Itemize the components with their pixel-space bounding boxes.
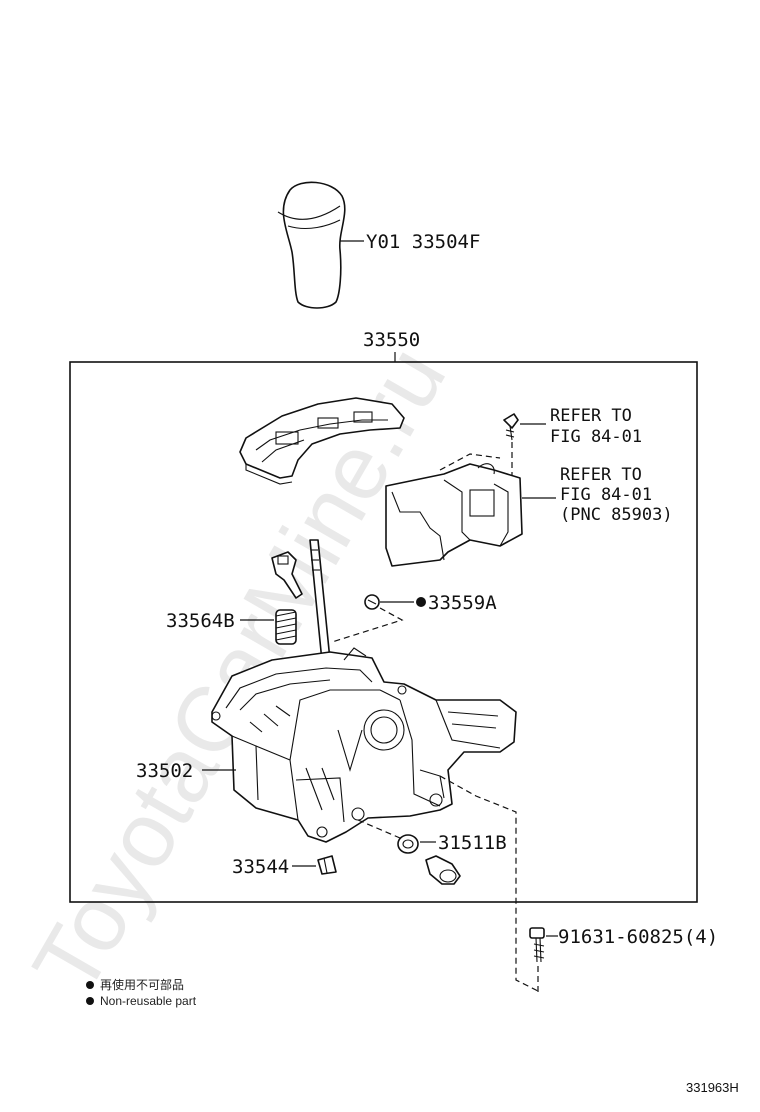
knob-part-number: Y01 33504F [366, 231, 480, 253]
assembly-part-number: 33550 [363, 329, 420, 351]
assembly-frame [69, 361, 698, 903]
drawing-code: 331963H [686, 1080, 739, 1095]
indicator-cover-drawing [239, 397, 405, 485]
bushing-dashed-line [357, 819, 401, 839]
pin-drawing [425, 855, 461, 885]
bushing-part-number: 31511B [438, 832, 507, 854]
refer-top-line2: FIG 84-01 [550, 427, 642, 447]
stopper-drawing [317, 855, 337, 875]
spring-drawing [275, 609, 297, 645]
shift-lock-unit-drawing [385, 453, 523, 567]
legend-dot-1 [86, 981, 94, 989]
bushing-drawing [397, 834, 419, 854]
watermark: ToyotaCarMine.ru [14, 330, 465, 1010]
clip-drawing [364, 594, 380, 610]
refer-top-line1: REFER TO [550, 406, 632, 426]
spring-part-number: 33564B [166, 610, 235, 632]
shift-housing-drawing [211, 647, 517, 843]
housing-part-number: 33502 [136, 760, 193, 782]
legend-dot-2 [86, 997, 94, 1005]
stopper-part-number: 33544 [232, 856, 289, 878]
shift-knob-drawing [277, 181, 346, 309]
non-reusable-dot [416, 597, 426, 607]
bolt-part-number: 91631-60825(4) [558, 926, 718, 948]
screw-drawing [503, 413, 519, 441]
legend-english: Non-reusable part [100, 994, 197, 1008]
bolt-drawing [529, 927, 545, 963]
refer-mid-line3: (PNC 85903) [560, 505, 673, 525]
legend-japanese: 再使用不可部品 [100, 977, 184, 992]
clip-dashed-line [331, 607, 404, 643]
housing-dashed-line [439, 775, 541, 993]
refer-mid-line1: REFER TO [560, 465, 642, 485]
detent-bracket-drawing [271, 551, 303, 599]
refer-mid-line2: FIG 84-01 [560, 485, 652, 505]
clip-part-number: 33559A [428, 592, 497, 614]
